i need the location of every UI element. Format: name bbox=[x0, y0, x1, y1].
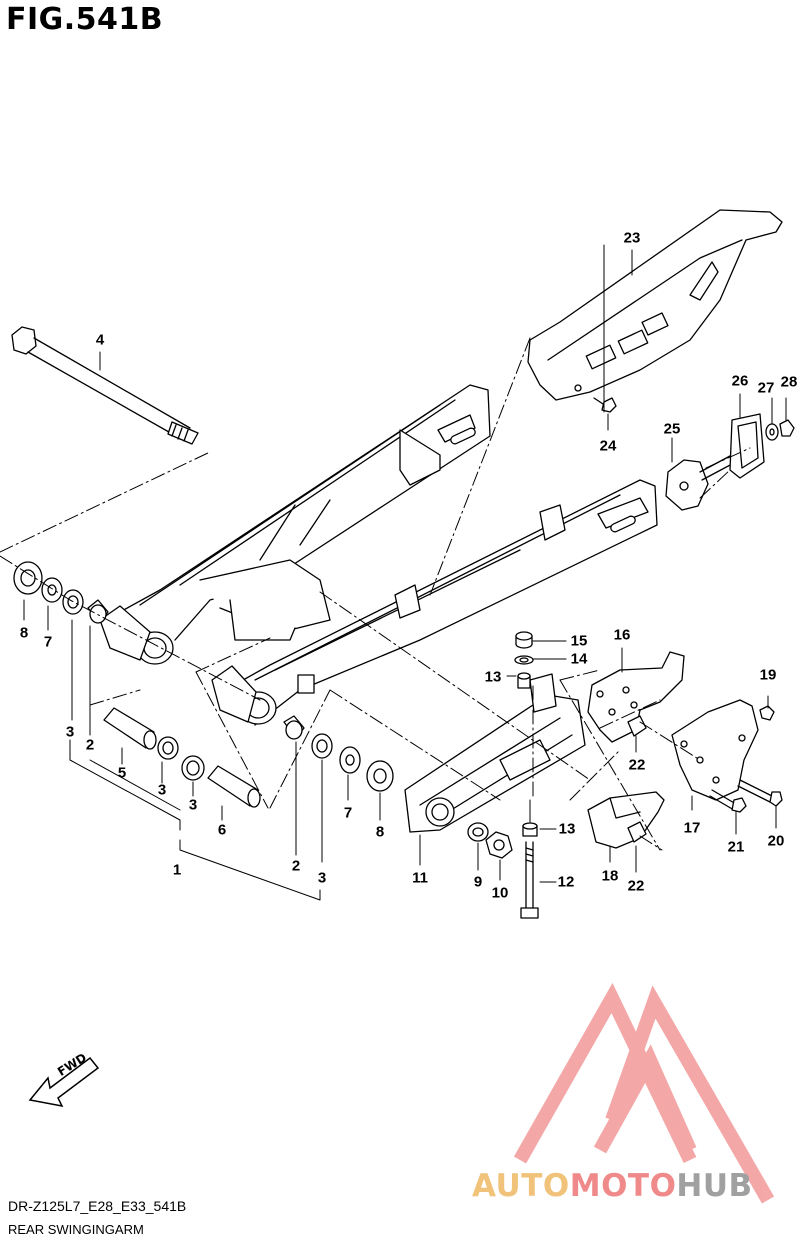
callout-3: 3 bbox=[65, 723, 75, 741]
callout-25: 25 bbox=[663, 420, 681, 438]
pin-22-upper bbox=[627, 715, 647, 737]
model-code: DR-Z125L7_E28_E33_541B bbox=[8, 1198, 187, 1214]
washer-14 bbox=[514, 655, 534, 665]
center-lines bbox=[0, 337, 751, 851]
callout-13: 13 bbox=[558, 820, 576, 838]
callout-3: 3 bbox=[317, 869, 327, 887]
collar-13-upper bbox=[517, 672, 531, 689]
callout-9: 9 bbox=[473, 873, 483, 891]
watermark-text: AUTOMOTOHUB bbox=[472, 1168, 753, 1204]
callout-8: 8 bbox=[375, 823, 385, 841]
bracket-16 bbox=[587, 651, 685, 743]
plate-26 bbox=[729, 413, 765, 479]
callout-14: 14 bbox=[570, 650, 588, 668]
bearing-2-left bbox=[87, 599, 109, 624]
callout-8: 8 bbox=[19, 624, 29, 642]
bearing-3-left bbox=[157, 736, 205, 781]
seal-8-right bbox=[366, 760, 394, 792]
callout-18: 18 bbox=[601, 867, 619, 885]
bolt-12 bbox=[520, 841, 539, 919]
nut-15 bbox=[515, 631, 533, 649]
callout-7: 7 bbox=[343, 804, 353, 822]
callout-16: 16 bbox=[613, 626, 631, 644]
washer-27 bbox=[765, 423, 779, 441]
chain-slider-11 bbox=[404, 673, 586, 833]
callout-12: 12 bbox=[557, 873, 575, 891]
bolt-21 bbox=[709, 789, 747, 813]
callout-6: 6 bbox=[217, 821, 227, 839]
nut-28 bbox=[779, 419, 795, 437]
watermark-moto: MOTO bbox=[569, 1168, 677, 1204]
callout-13: 13 bbox=[484, 668, 502, 686]
callout-17: 17 bbox=[683, 819, 701, 837]
callout-22: 22 bbox=[628, 756, 646, 774]
callout-7: 7 bbox=[43, 633, 53, 651]
callout-10: 10 bbox=[491, 884, 509, 902]
washer-7-right bbox=[339, 746, 361, 774]
leader-lines bbox=[23, 244, 787, 901]
bolt-20 bbox=[737, 779, 783, 807]
callout-3: 3 bbox=[188, 796, 198, 814]
watermark-auto: AUTO bbox=[472, 1168, 570, 1204]
callout-24: 24 bbox=[599, 437, 617, 455]
adjuster-25 bbox=[665, 455, 733, 511]
washer-9 bbox=[467, 822, 489, 842]
callout-23: 23 bbox=[623, 229, 641, 247]
axle-bolt-4 bbox=[11, 326, 199, 445]
callout-26: 26 bbox=[731, 372, 749, 390]
callout-11: 11 bbox=[412, 869, 428, 887]
callout-22: 22 bbox=[627, 877, 645, 895]
fwd-arrow bbox=[28, 1056, 100, 1108]
sleeve-6 bbox=[207, 765, 261, 808]
callout-21: 21 bbox=[727, 838, 745, 856]
collar-13-lower bbox=[522, 822, 538, 837]
callout-28: 28 bbox=[780, 373, 798, 391]
callout-5: 5 bbox=[117, 764, 127, 782]
callout-4: 4 bbox=[95, 331, 105, 349]
nut-10 bbox=[485, 831, 513, 859]
bearing-2-right bbox=[283, 715, 305, 740]
seal-8-left bbox=[13, 561, 43, 595]
watermark-logo bbox=[513, 982, 775, 1204]
part-name: REAR SWINGINGARM bbox=[8, 1222, 144, 1237]
callout-27: 27 bbox=[757, 379, 775, 397]
bearing-3-right bbox=[311, 733, 333, 759]
callout-3: 3 bbox=[157, 781, 167, 799]
bracket-17 bbox=[671, 699, 759, 801]
callout-1: 1 bbox=[172, 861, 182, 879]
washer-7-left bbox=[41, 577, 63, 603]
callout-2: 2 bbox=[85, 736, 95, 754]
callout-19: 19 bbox=[759, 666, 777, 684]
figure-title: FIG.541B bbox=[6, 2, 164, 37]
callout-2: 2 bbox=[291, 857, 301, 875]
callout-15: 15 bbox=[570, 632, 588, 650]
bolt-19 bbox=[759, 705, 775, 721]
chain-guard-23 bbox=[527, 209, 783, 401]
watermark-hub: HUB bbox=[676, 1168, 753, 1204]
callout-20: 20 bbox=[767, 832, 785, 850]
bolt-24 bbox=[593, 397, 617, 413]
block-18 bbox=[587, 791, 665, 849]
sleeve-5 bbox=[103, 707, 157, 750]
